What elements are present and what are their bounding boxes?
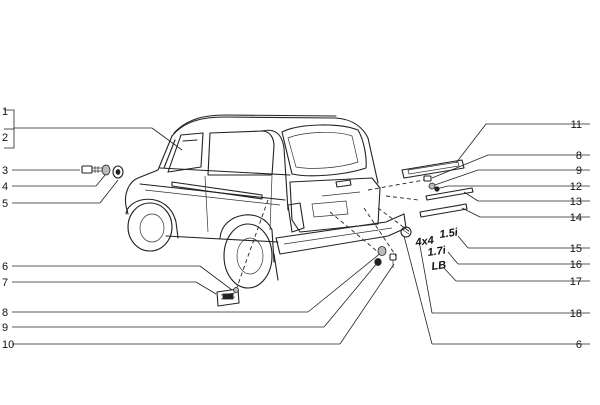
washer-part-9 <box>374 258 382 266</box>
main-logo-text: 4x4 <box>414 235 435 250</box>
callout-16: 16 <box>570 259 582 271</box>
left-leader-lines <box>4 109 395 345</box>
callout-12: 12 <box>570 181 582 193</box>
nut-part-12 <box>434 186 440 192</box>
callout-5: 5 <box>2 198 8 210</box>
callout-6-left: 6 <box>2 261 8 273</box>
right-leader-lines <box>403 123 590 345</box>
callout-15: 15 <box>570 243 582 255</box>
bolt-part-10 <box>389 253 397 268</box>
callout-10: 10 <box>2 339 14 351</box>
washer-part-4 <box>101 164 111 176</box>
callout-3: 3 <box>2 165 8 177</box>
washer-part-9-right <box>428 182 436 190</box>
badge-part-16: 1.7i <box>427 244 448 259</box>
callout-8-right: 8 <box>576 150 582 162</box>
callout-4: 4 <box>2 181 8 193</box>
callout-9-right: 9 <box>576 165 582 177</box>
callout-13: 13 <box>570 196 582 208</box>
screw-part-3 <box>81 165 102 174</box>
screw-part-8 <box>423 175 432 182</box>
main-logo-badge: 4x4 <box>414 235 435 250</box>
callout-17: 17 <box>570 276 582 288</box>
cap-part-5 <box>112 165 124 179</box>
big-badge-text: 1.5i <box>439 226 460 241</box>
side-emblem-part-7 <box>216 288 240 307</box>
badge-part-15: 1.5i <box>439 226 460 241</box>
clip-part-18 <box>400 226 412 238</box>
callout-6-right: 6 <box>576 339 582 351</box>
small-badge-text: LB <box>431 259 447 273</box>
parts-left <box>81 164 240 307</box>
vehicle-body-outline <box>124 114 407 289</box>
callout-9-left: 9 <box>2 322 8 334</box>
callout-7: 7 <box>2 277 8 289</box>
callout-8-left: 8 <box>2 307 8 319</box>
parts-right: 4x4 1.5i 1.7i LB <box>401 159 474 273</box>
clip-part-6 <box>233 287 239 293</box>
callout-1: 1 <box>2 106 8 118</box>
badge-part-17: LB <box>431 259 447 273</box>
callout-labels-left: 1 2 3 4 5 6 7 8 9 10 <box>2 106 14 351</box>
nut-part-8 <box>377 246 387 256</box>
model-badge-text: 1.7i <box>427 244 448 259</box>
callout-2: 2 <box>2 132 8 144</box>
callout-11: 11 <box>571 119 582 131</box>
callout-labels-right: 11 8 9 12 13 14 15 16 17 18 6 <box>570 119 582 351</box>
callout-18: 18 <box>570 308 582 320</box>
callout-14: 14 <box>570 212 582 224</box>
strip-part-14 <box>419 203 468 218</box>
lamp-bar-part-11 <box>401 159 465 179</box>
assembly-dashed-lines <box>235 179 425 291</box>
parts-center <box>374 226 412 268</box>
strip-part-13 <box>425 187 474 201</box>
